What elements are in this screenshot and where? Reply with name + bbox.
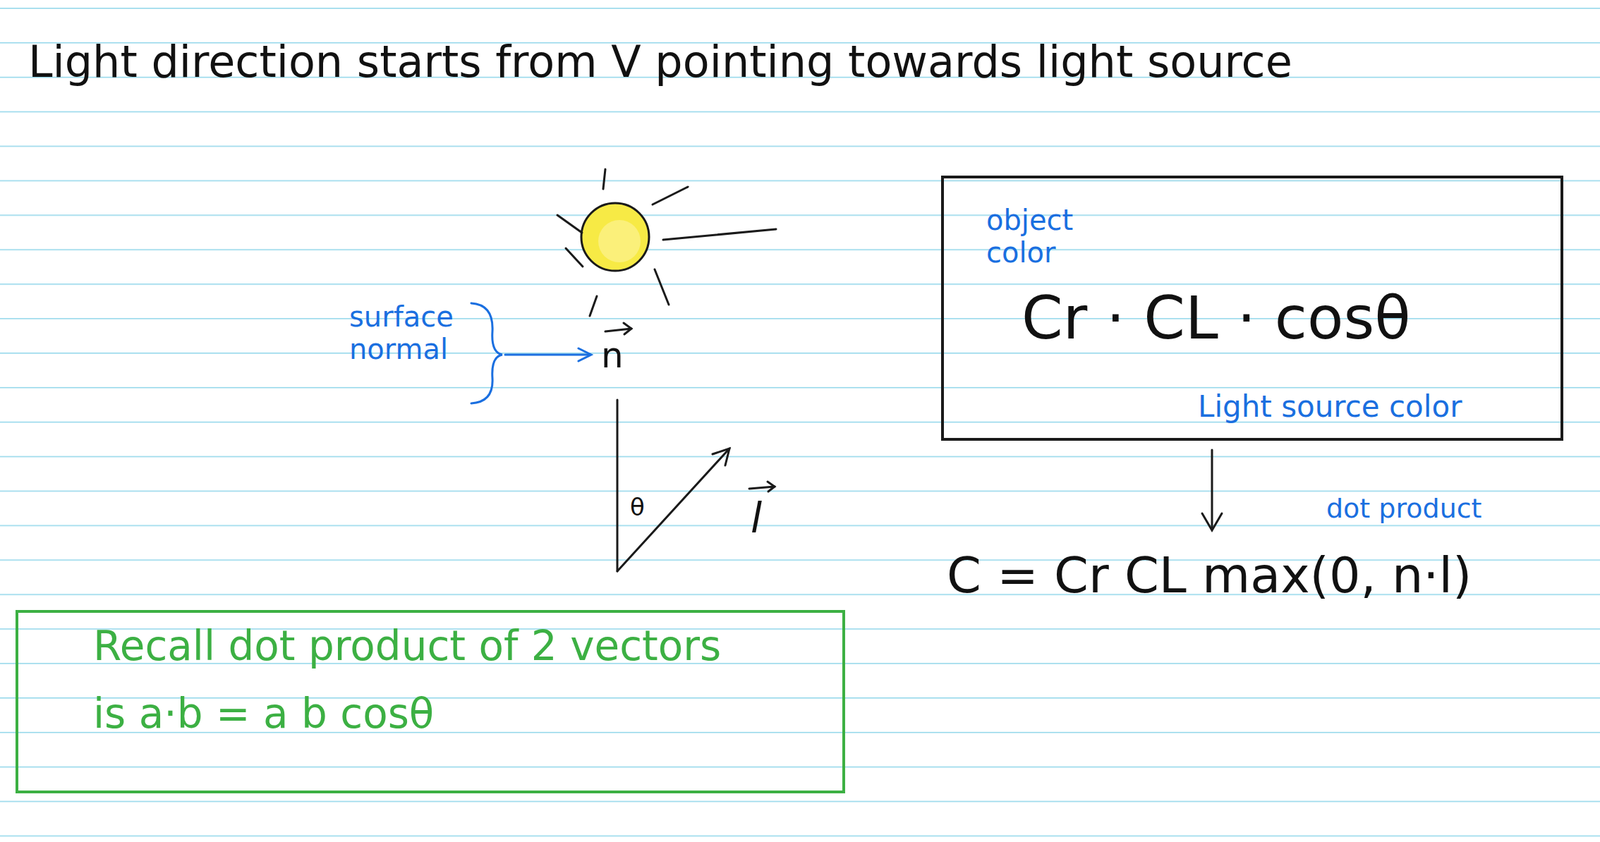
page-title: Light direction starts from V pointing t…: [28, 36, 1293, 87]
note-text: object color: [986, 203, 1100, 269]
callout-label: surface normal: [349, 300, 466, 366]
angle-figure: [617, 400, 730, 572]
note-text: Light source color: [1197, 390, 1462, 424]
note-text: is a·b = a b cosθ: [93, 690, 434, 738]
down-arrow: [1202, 450, 1222, 531]
vector-label: l: [750, 495, 762, 543]
sun-icon: [557, 169, 777, 317]
vector-mark: [749, 481, 775, 492]
vector-mark: [605, 323, 632, 335]
formula-box: object color Cr · CL · cosθLight source c…: [941, 175, 1564, 441]
formula-label: C = Cr CL max(0, n·l): [946, 547, 1472, 605]
note-label: dot product: [1326, 493, 1483, 525]
note-text: Recall dot product of 2 vectors: [93, 622, 721, 671]
recall-box: Recall dot product of 2 vectors is a·b = …: [15, 610, 846, 794]
angle-label: θ: [629, 493, 645, 522]
formula-text: Cr · CL · cosθ: [1021, 284, 1411, 353]
callout-bracket: [471, 303, 592, 404]
vector-label: n: [601, 335, 624, 377]
